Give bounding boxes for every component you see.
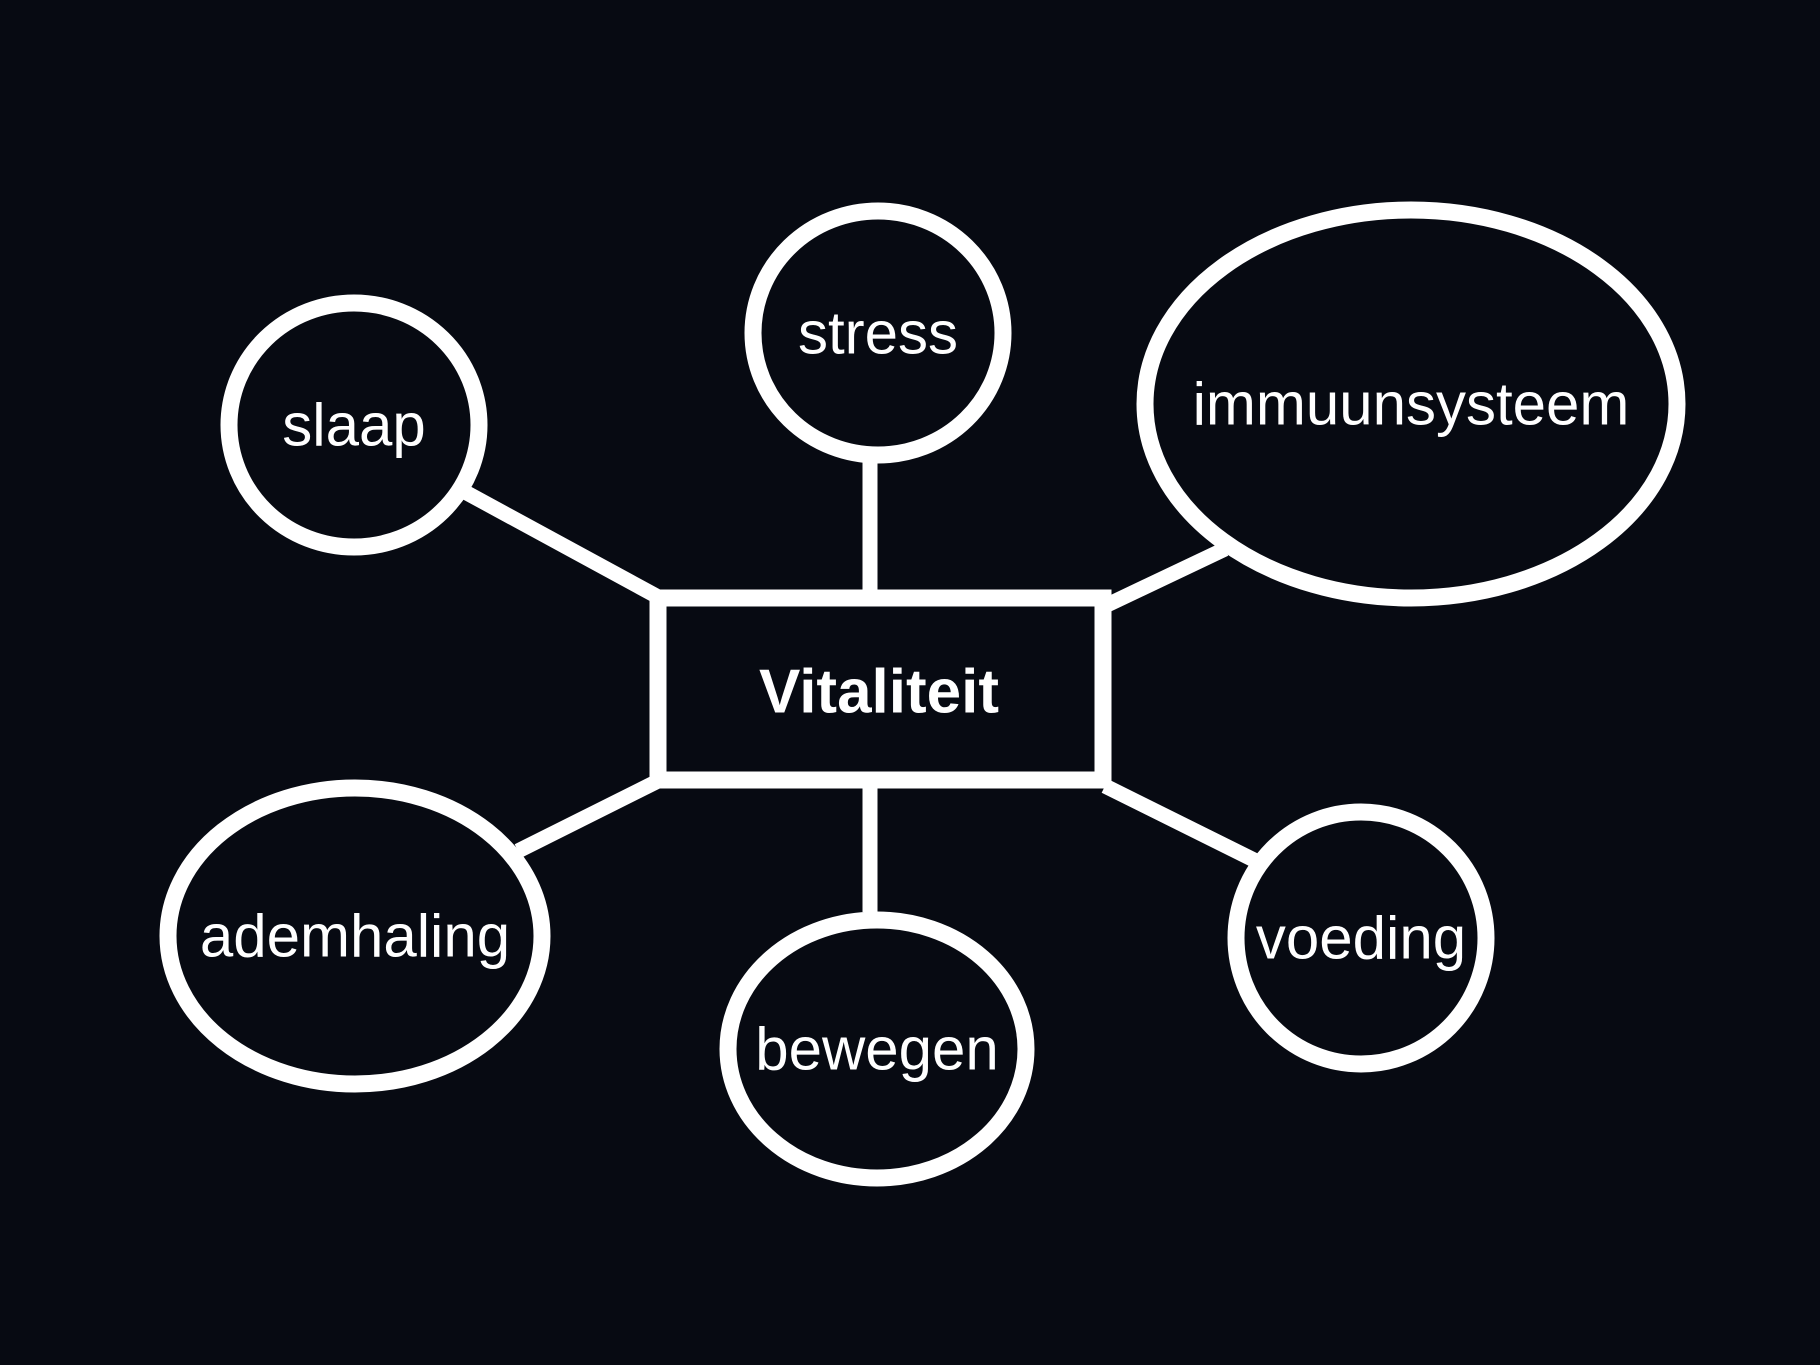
node-stress: stress <box>744 202 1012 464</box>
connector-slaap <box>461 485 664 605</box>
node-bewegen: bewegen <box>719 911 1035 1187</box>
node-voeding: voeding <box>1227 803 1495 1073</box>
node-shape-voeding <box>1227 803 1495 1073</box>
node-label-stress: stress <box>798 300 958 367</box>
node-label-slaap: slaap <box>282 392 425 459</box>
node-label-immuunsysteem: immuunsysteem <box>1193 371 1630 438</box>
node-ademhaling: ademhaling <box>159 779 551 1093</box>
node-slaap: slaap <box>220 294 488 556</box>
node-shape-stress <box>744 202 1012 464</box>
connector-immuunsysteem <box>1101 542 1229 613</box>
node-immuunsysteem: immuunsysteem <box>1136 201 1686 607</box>
connectors <box>461 462 1260 912</box>
center-node: Vitaliteit <box>649 589 1112 789</box>
center-box <box>649 589 1112 789</box>
node-shape-immuunsysteem <box>1136 201 1686 607</box>
node-label-voeding: voeding <box>1256 905 1466 972</box>
node-label-ademhaling: ademhaling <box>200 903 510 970</box>
node-shape-bewegen <box>719 911 1035 1187</box>
connector-voeding <box>1101 779 1260 868</box>
connector-ademhaling <box>514 773 664 858</box>
center-label: Vitaliteit <box>759 658 999 727</box>
node-shape-slaap <box>220 294 488 556</box>
node-label-bewegen: bewegen <box>755 1016 999 1083</box>
node-shape-ademhaling <box>159 779 551 1093</box>
